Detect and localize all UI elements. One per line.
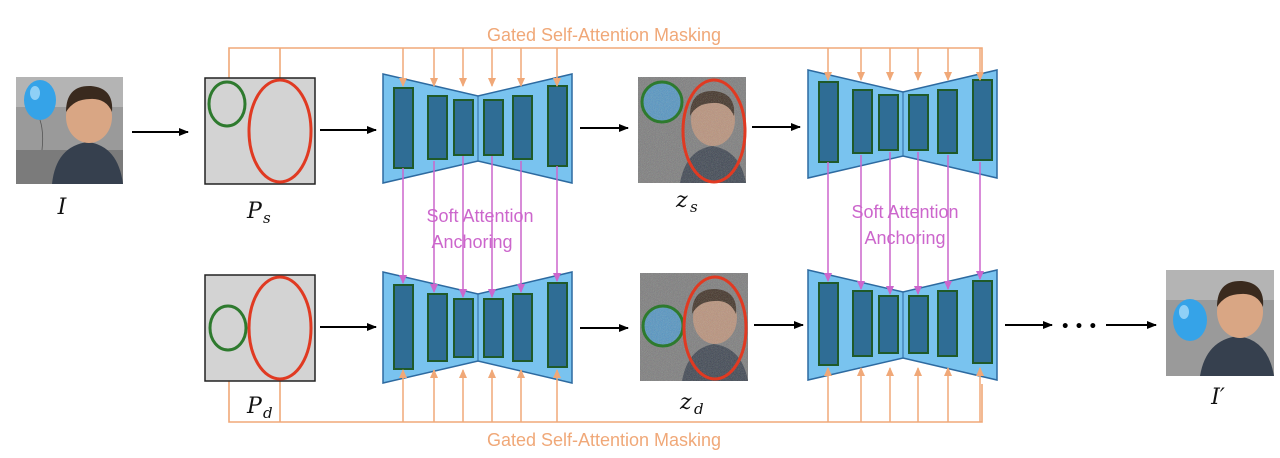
unet-block bbox=[852, 89, 873, 154]
output-image-label: I′ bbox=[1210, 385, 1225, 410]
unet-block bbox=[878, 94, 899, 151]
gated-mask-top-label: Gated Self-Attention Masking bbox=[487, 25, 721, 45]
input-image-label: I bbox=[57, 195, 68, 220]
soft-anchor-left-line2: Anchoring bbox=[431, 232, 512, 252]
soft-anchor-left-line1: Soft Attention bbox=[426, 206, 533, 226]
unet-block bbox=[483, 298, 504, 358]
svg-text:d: d bbox=[694, 400, 704, 418]
unet-block bbox=[547, 85, 568, 167]
soft-anchor-right-line2: Anchoring bbox=[864, 228, 945, 248]
dest-prompt-label: P d bbox=[246, 394, 273, 422]
gated-mask-bottom-label: Gated Self-Attention Masking bbox=[487, 430, 721, 450]
unet-block bbox=[547, 282, 568, 368]
unet-block bbox=[512, 95, 533, 160]
unet-block bbox=[852, 290, 873, 357]
unet-bottom-2 bbox=[807, 269, 998, 381]
unet-block bbox=[878, 295, 899, 354]
latent-dest-image bbox=[640, 273, 748, 381]
unet-bottom-1 bbox=[382, 271, 573, 384]
unet-block bbox=[937, 290, 958, 357]
input-image bbox=[16, 77, 123, 184]
latent-source-image bbox=[638, 77, 747, 184]
unet-top-2 bbox=[807, 69, 998, 179]
svg-text:P: P bbox=[246, 199, 263, 224]
unet-block bbox=[972, 280, 993, 364]
unet-top-1 bbox=[382, 73, 573, 184]
unet-block bbox=[427, 95, 448, 160]
latent-dest-label: z d bbox=[679, 390, 704, 418]
flow-arrows bbox=[132, 123, 1157, 332]
unet-block bbox=[453, 298, 474, 358]
source-prompt-label: P s bbox=[246, 199, 271, 227]
dest-mask-box bbox=[204, 274, 316, 382]
svg-text:P: P bbox=[246, 394, 263, 419]
unet-block bbox=[818, 81, 839, 163]
balloon-icon bbox=[24, 80, 56, 120]
svg-text:z: z bbox=[679, 390, 692, 415]
svg-text:d: d bbox=[263, 404, 273, 422]
unet-block bbox=[427, 293, 448, 362]
balloon-icon bbox=[1173, 299, 1207, 341]
unet-block bbox=[483, 99, 504, 156]
unet-block bbox=[937, 89, 958, 154]
unet-block bbox=[972, 79, 993, 161]
unet-block bbox=[908, 94, 929, 151]
unet-block bbox=[393, 284, 414, 370]
latent-source-label: z s bbox=[675, 188, 698, 216]
unet-block bbox=[453, 99, 474, 156]
svg-text:s: s bbox=[690, 198, 698, 216]
soft-anchor-right-line1: Soft Attention bbox=[851, 202, 958, 222]
gated-mask-bottom bbox=[228, 381, 983, 423]
unet-block bbox=[512, 293, 533, 362]
svg-text:s: s bbox=[263, 209, 271, 227]
source-mask-box bbox=[204, 77, 316, 185]
unet-block bbox=[818, 282, 839, 366]
output-image bbox=[1166, 270, 1274, 376]
svg-text:z: z bbox=[675, 188, 688, 213]
unet-block bbox=[393, 87, 414, 169]
gated-mask-top bbox=[228, 47, 983, 78]
ellipsis: • • • bbox=[1061, 319, 1098, 335]
unet-block bbox=[908, 295, 929, 354]
